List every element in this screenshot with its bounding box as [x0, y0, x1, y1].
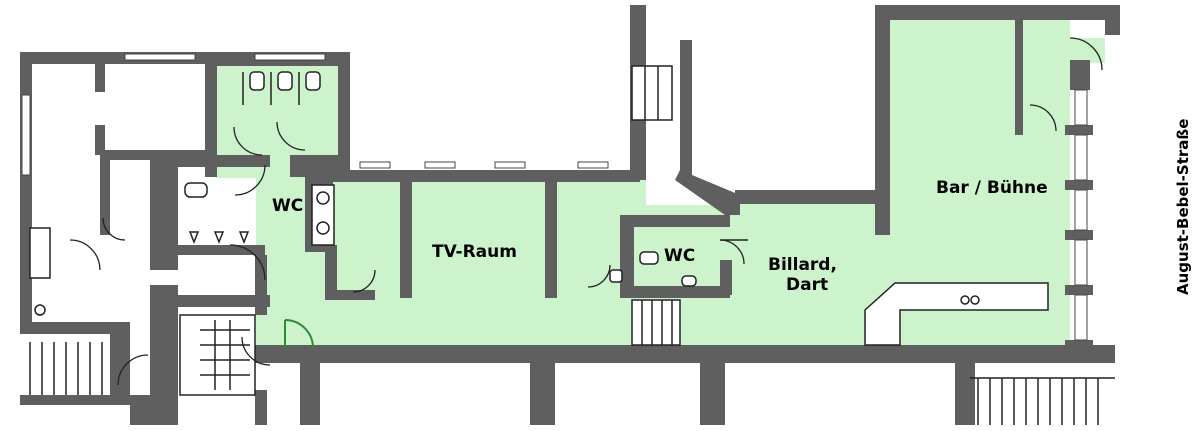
room-label-billard-line2: Dart	[786, 275, 828, 295]
stairs	[29, 65, 1115, 425]
room-label-wc-middle: WC	[664, 246, 695, 266]
room-label-wc-left: WC	[272, 196, 303, 216]
walls	[20, 5, 1120, 425]
windows	[21, 53, 1088, 341]
fixtures	[29, 71, 1049, 346]
room-label-billard-line1: Billard,	[768, 255, 837, 275]
room-label-bar-buehne: Bar / Bühne	[936, 178, 1048, 198]
street-label: August-Bebel-Straße	[1174, 119, 1192, 295]
room-label-tv-raum: TV-Raum	[432, 242, 517, 262]
doors	[69, 37, 1103, 386]
